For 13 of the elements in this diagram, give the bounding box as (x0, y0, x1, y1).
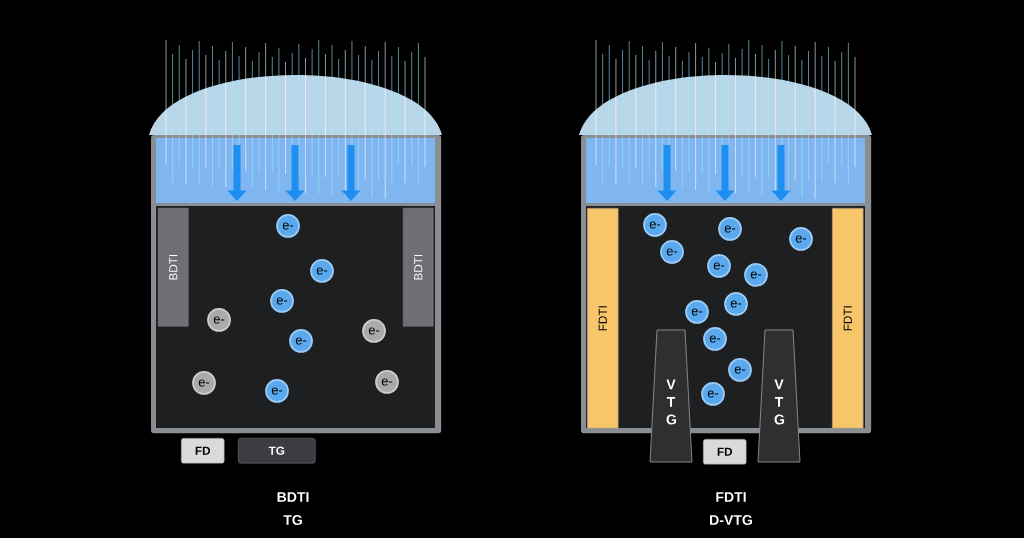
caption: TG (283, 515, 302, 525)
caption: BDTI (277, 492, 309, 502)
caption: FDTI (716, 492, 746, 502)
isolation-bar: BDTI (158, 208, 189, 327)
vertical-gate: V T G (757, 329, 801, 463)
terminal-box: FD (181, 438, 225, 464)
caption: D-VTG (710, 515, 752, 525)
terminal-box: TG (238, 438, 316, 464)
isolation-bar: BDTI (403, 208, 434, 327)
terminal-box: FD (703, 439, 747, 465)
isolation-bar: FDTI (587, 208, 619, 429)
vertical-gate: V T G (649, 329, 693, 463)
isolation-bar: FDTI (832, 208, 864, 429)
